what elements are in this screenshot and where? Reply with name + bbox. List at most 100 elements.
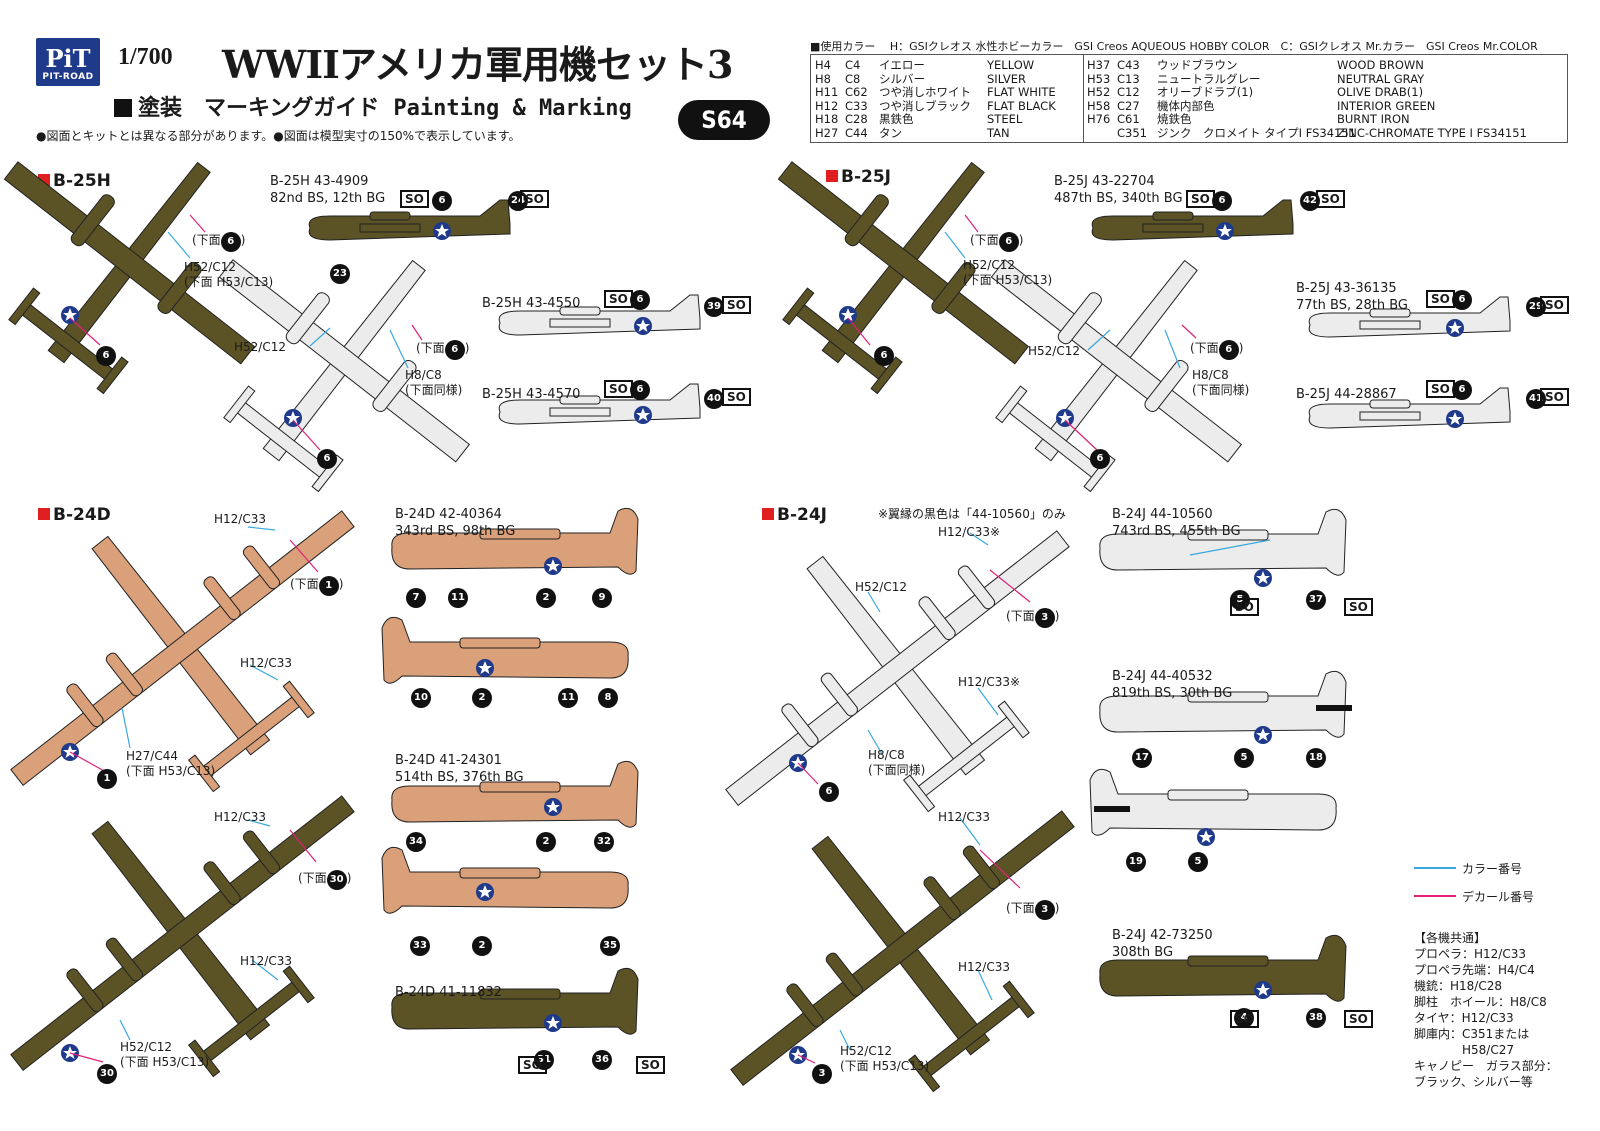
so-decal-tag: SO [1344,1010,1373,1028]
color-callout: H52/C12 [234,340,286,354]
b24j-note: ※翼縁の黒色は「44-10560」のみ [878,507,1066,521]
so-decal-tag: SO [636,1056,665,1074]
color-callout: H12/C33 [240,954,292,968]
so-decal-tag: SO [1186,190,1215,208]
decal-number-badge: 6 [1452,380,1472,400]
decal-number-badge: 6 [1212,191,1232,211]
product-code-badge: S64 [678,100,770,140]
decal-number-badge: 11 [558,688,578,708]
aircraft-label: B-25H 43-4550 [482,296,581,311]
color-callout: H52/C12(下面 H53/C13) [840,1044,930,1073]
common-note-line: キャノピー ガラス部分： [1414,1059,1558,1073]
decal-number-badge: 5 [1188,852,1208,872]
decal-number-badge: 10 [411,688,431,708]
so-decal-tag: SO [400,190,429,208]
decal-number-badge: 6 [630,290,650,310]
decal-number-badge: 6 [1452,290,1472,310]
color-callout: H52/C12 [855,580,907,594]
color-callout: H27/C44(下面 H53/C13) [126,749,216,778]
pit-road-logo: PiT PIT-ROAD [36,38,100,86]
scale-label: 1/700 [118,44,173,70]
common-note-line: 機銃：H18/C28 [1414,979,1502,993]
decal-number-badge: 40 [704,389,724,409]
so-decal-tag: SO [1230,1010,1259,1028]
color-callout: H52/C12(下面 H53/C13) [963,258,1053,287]
color-callout: H12/C33 [214,512,266,526]
color-callout: H12/C33※ [938,525,1001,539]
common-note-line: プロペラ：H12/C33 [1414,947,1526,961]
decal-number-badge: 32 [594,832,614,852]
common-note-line: H58/C27 [1414,1043,1514,1057]
so-decal-tag: SO [722,296,751,314]
decal-number-badge: 3 [812,1064,832,1084]
color-callout: H8/C8(下面同様) [405,368,463,397]
so-decal-tag: SO [1426,380,1455,398]
decal-number-badge: 11 [448,588,468,608]
color-callout: H52/C12(下面 H53/C13) [184,260,274,289]
decal-number-badge: 1 [97,769,117,789]
aircraft-label: B-25H 43-4570 [482,387,581,402]
decal-number-badge: 5 [1234,748,1254,768]
common-note-line: タイヤ：H12/C33 [1414,1011,1514,1025]
decal-number-badge: 35 [600,936,620,956]
color-callout: H12/C33 [214,810,266,824]
decal-number-badge: 2 [472,936,492,956]
decal-number-badge: 39 [704,297,724,317]
color-callout: H12/C33 [958,960,1010,974]
section-b24j: B-24J [762,505,827,525]
decal-number-badge: 8 [598,688,618,708]
decal-number-badge: 38 [1306,1008,1326,1028]
decal-number-badge: 6 [630,380,650,400]
color-callout: H12/C33 [938,810,990,824]
decal-number-badge: 34 [406,832,426,852]
decal-number-badge: 2 [536,588,556,608]
drawing-note: ●図面とキットとは異なる部分があります。●図面は模型実寸の150%で表示していま… [36,129,521,143]
so-decal-tag: SO [1426,290,1455,308]
paint-heading: ■使用カラー H：GSIクレオス 水性ホビーカラー GSI Creos AQUE… [810,40,1538,53]
section-b25j: B-25J [826,167,891,187]
so-decal-tag: SO [722,388,751,406]
decal-number-badge: 31 [534,1050,554,1070]
aircraft-label: B-24D 41-11832 [395,985,502,1000]
decal-number-badge: 17 [1132,748,1152,768]
legend-decal-number: デカール番号 [1462,890,1535,904]
color-callout: H8/C8(下面同様) [1192,368,1250,397]
so-decal-tag: SO [1540,388,1569,406]
page-title: WWIIアメリカ軍用機セット3 [222,42,733,87]
decal-number-badge: 30 [97,1064,117,1084]
decal-number-badge: 7 [406,588,426,608]
decal-number-badge: 18 [1306,748,1326,768]
decal-number-badge: 33 [410,936,430,956]
so-decal-tag: SO [1540,296,1569,314]
common-note-line: ブラック、シルバー等 [1414,1075,1533,1089]
aircraft-label: B-25J 44-28867 [1296,387,1397,402]
so-decal-tag: SO [518,1056,547,1074]
decal-number-badge: 36 [592,1050,612,1070]
color-callout: H12/C33 [240,656,292,670]
section-b24d: B-24D [38,505,111,525]
decal-number-badge: 2 [472,688,492,708]
decal-number-badge: 23 [330,264,350,284]
decal-number-badge: 2 [536,832,556,852]
